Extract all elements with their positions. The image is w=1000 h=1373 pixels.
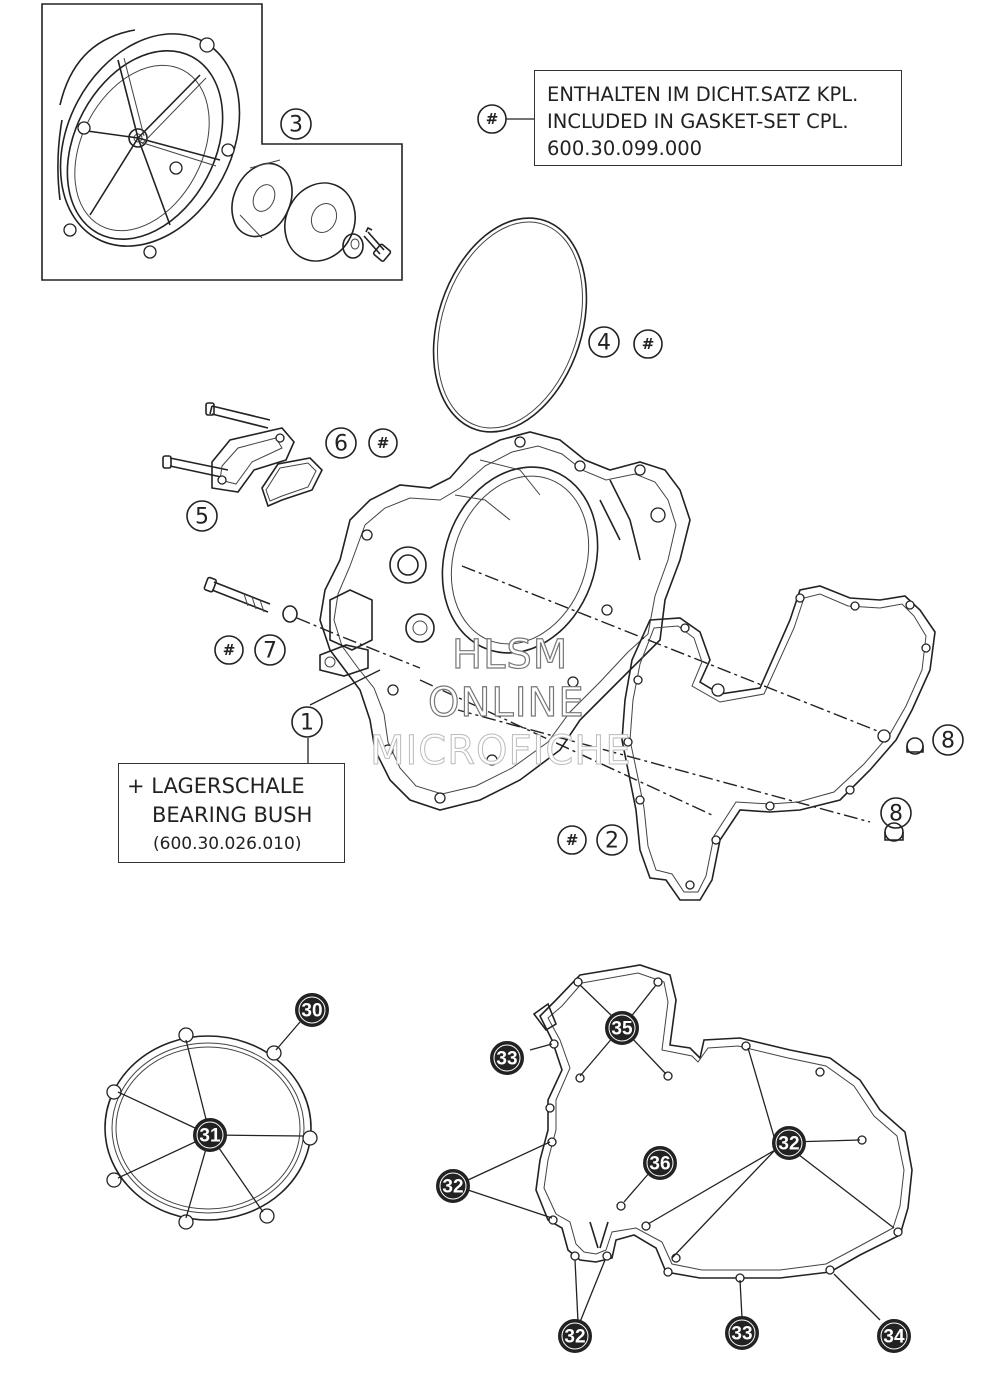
- o-ring-gasket-4: [432, 217, 588, 433]
- callout-31: 31: [193, 1118, 227, 1152]
- hash-symbol: #: [486, 110, 499, 128]
- bearing-bush-note: + LAGERSCHALE BEARING BUSH (600.30.026.0…: [118, 763, 345, 863]
- callout-7: # 7: [214, 634, 286, 666]
- callout-4: 4 #: [588, 326, 663, 359]
- gasket-part-6: [261, 457, 323, 508]
- callout-32-right: 32: [772, 1126, 806, 1160]
- bolts-part-5: [162, 402, 271, 479]
- bolt-part-7: [203, 576, 421, 669]
- gasket-note-line-de: ENTHALTEN IM DICHT.SATZ KPL.: [547, 83, 859, 106]
- svg-text:32: 32: [442, 1177, 463, 1198]
- svg-text:31: 31: [199, 1126, 221, 1147]
- crankcase-gasket-32: [467, 964, 913, 1323]
- svg-text:2: 2: [605, 829, 619, 854]
- svg-text:34: 34: [883, 1327, 905, 1348]
- clutch-cover-gasket-30: [104, 1021, 318, 1230]
- svg-text:35: 35: [611, 1019, 633, 1040]
- bush-note-line-en: BEARING BUSH: [152, 803, 313, 827]
- callout-36: 36: [643, 1146, 677, 1180]
- alignment-lines: [419, 565, 881, 823]
- cover-washer-part: [342, 233, 364, 259]
- svg-text:#: #: [223, 641, 236, 659]
- svg-text:6: 6: [334, 432, 348, 457]
- watermark-line-3: MICROFICHE: [370, 728, 632, 775]
- callout-34: 34: [877, 1319, 911, 1353]
- gasket-note-part-number: 600.30.099.000: [547, 137, 703, 160]
- svg-text:33: 33: [496, 1049, 517, 1070]
- callout-33-bottom: 33: [725, 1316, 759, 1350]
- svg-text:#: #: [642, 335, 655, 353]
- callout-1: 1: [291, 706, 323, 738]
- svg-text:1: 1: [300, 711, 314, 736]
- svg-text:#: #: [377, 434, 390, 452]
- crankcase-cover-part-1: [319, 431, 691, 811]
- bush-note-line-de: + LAGERSCHALE: [127, 774, 305, 798]
- svg-text:36: 36: [649, 1154, 670, 1175]
- callout-8-lower: 8: [880, 797, 912, 829]
- svg-text:7: 7: [263, 639, 277, 664]
- callout-3: 3: [280, 108, 312, 140]
- callout-5: 5: [186, 500, 218, 532]
- svg-text:8: 8: [941, 729, 955, 754]
- svg-text:33: 33: [731, 1324, 752, 1345]
- gasket-note-line-en: INCLUDED IN GASKET-SET CPL.: [547, 110, 849, 133]
- callout-32-bottom: 32: [558, 1319, 592, 1353]
- gasket-set-symbol: #: [477, 104, 534, 134]
- cover-cap-part: [231, 159, 293, 239]
- callout-35: 35: [605, 1011, 639, 1045]
- bush-note-part-number: (600.30.026.010): [153, 834, 302, 854]
- dowel-pins-part-8: [884, 737, 924, 842]
- svg-text:8: 8: [889, 802, 903, 827]
- cover-plate-part-5: [211, 427, 295, 493]
- callout-32-left: 32: [436, 1169, 470, 1203]
- svg-text:4: 4: [597, 331, 611, 356]
- svg-text:5: 5: [195, 505, 209, 530]
- gasket-set-note: ENTHALTEN IM DICHT.SATZ KPL. INCLUDED IN…: [534, 70, 902, 166]
- clutch-cover-part: [57, 29, 241, 259]
- callout-6: 6 #: [325, 427, 398, 459]
- svg-text:32: 32: [778, 1134, 799, 1155]
- svg-text:32: 32: [564, 1327, 585, 1348]
- svg-text:30: 30: [301, 1001, 322, 1022]
- clutch-cover-kit-frame: [41, 3, 403, 281]
- svg-text:#: #: [566, 831, 579, 849]
- callout-1-leader: [307, 669, 381, 763]
- cover-screw-part: [363, 226, 392, 262]
- callout-30: 30: [295, 993, 329, 1027]
- callout-2: # 2: [557, 824, 628, 856]
- watermark-line-2: ONLINE: [427, 679, 585, 726]
- svg-text:3: 3: [289, 113, 303, 138]
- watermark-line-1: HLSM: [451, 631, 569, 678]
- cover-disc-part: [284, 182, 356, 262]
- callout-33-left: 33: [490, 1041, 524, 1075]
- callout-8-upper: 8: [932, 724, 964, 756]
- gasket-part-2: [621, 585, 936, 901]
